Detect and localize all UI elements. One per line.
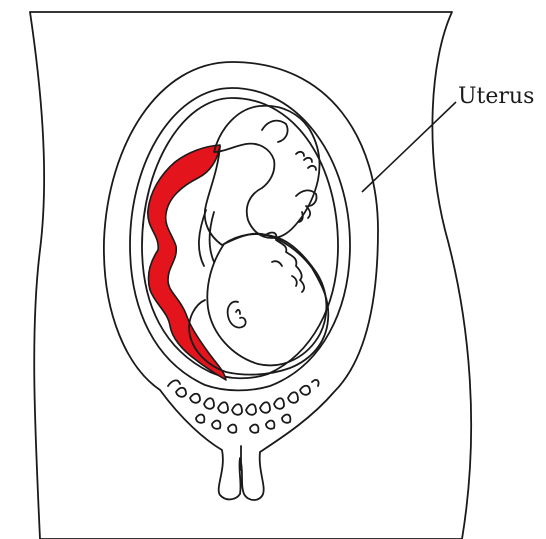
fetus-foot-toes	[296, 152, 316, 170]
fetus-arm	[199, 210, 214, 266]
uterus-leader-line	[362, 102, 456, 192]
fetus-ear	[228, 302, 246, 328]
torso	[30, 12, 471, 539]
uterus-label: Uterus	[458, 84, 534, 109]
fetus-foot-1	[262, 121, 288, 142]
fetus-legs	[214, 106, 320, 238]
fetus-mouth	[292, 276, 297, 286]
fetus-ear-inner	[236, 310, 240, 314]
fetus-eye	[272, 261, 282, 266]
fetus-head	[207, 234, 326, 365]
